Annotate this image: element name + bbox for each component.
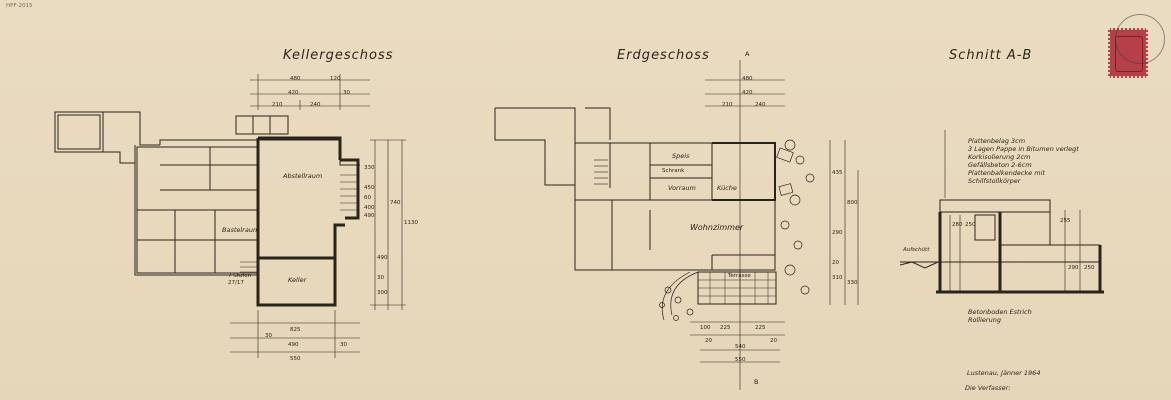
dim-label: 30: [377, 275, 384, 281]
dim-label: 550: [290, 356, 301, 362]
dim-label: 100: [700, 325, 711, 331]
dim-label: 540: [735, 344, 746, 350]
dim-label: 800: [847, 200, 858, 206]
dim-label: 420: [288, 90, 299, 96]
room-schrank: Schrank: [662, 168, 685, 174]
fill-note: Aufschütt: [903, 247, 930, 253]
dim-label: 740: [390, 200, 401, 206]
dim-label: 250: [1084, 265, 1095, 271]
dim-label: 480: [742, 76, 753, 82]
archive-mark: HPF-2015: [6, 3, 33, 9]
section-layer-notes: Plattenbelag 3cm 3 Lagen Pappe in Bitume…: [968, 137, 1079, 185]
layer-note: Plattenbalkendecke mit: [968, 169, 1045, 177]
dim-label: 60: [364, 195, 371, 201]
room-vorraum: Vorraum: [668, 184, 696, 192]
room-wohnzimmer: Wohnzimmer: [690, 223, 744, 232]
stair-note: 7 Stufen 27/17: [228, 273, 252, 286]
dim-label: 490: [288, 342, 299, 348]
layer-note: Schilfstollkörper: [968, 177, 1021, 185]
dim-label: 1130: [404, 220, 418, 226]
dim-label: 330: [847, 280, 858, 286]
dim-label: 435: [832, 170, 843, 176]
dim-label: 450: [364, 185, 375, 191]
title-basement: Kellergeschoss: [283, 48, 394, 63]
floor-note: Betonboden Estrich: [968, 308, 1032, 316]
author-label: Die Verfasser:: [965, 384, 1011, 392]
dim-label: 30: [340, 342, 347, 348]
dim-label: 30: [343, 90, 350, 96]
dim-label: 210: [722, 102, 733, 108]
layer-note: 3 Lagen Pappe in Bitumen verlegt: [968, 145, 1079, 153]
dim-label: 210: [272, 102, 283, 108]
dim-label: 330: [364, 165, 375, 171]
dim-label: 225: [755, 325, 766, 331]
dim-label: 250: [965, 222, 976, 228]
dim-label: 310: [832, 275, 843, 281]
layer-note: Korkisolierung 2cm: [968, 153, 1031, 161]
section-drawing: [899, 130, 1104, 294]
title-ground-floor: Erdgeschoss: [617, 48, 710, 63]
room-bastelraum: Bastelraum: [222, 226, 260, 234]
place-date: Lustenau, Jänner 1964: [967, 369, 1041, 377]
dim-label: 30: [265, 333, 272, 339]
dim-label: 240: [755, 102, 766, 108]
dim-label: 120: [330, 76, 341, 82]
dim-label: 255: [1060, 218, 1071, 224]
dim-label: 240: [310, 102, 321, 108]
room-speis: Speis: [672, 152, 690, 160]
layer-note: Gefällsbeton 2-6cm: [968, 161, 1032, 169]
dim-label: 290: [832, 230, 843, 236]
dim-label: 490: [364, 213, 375, 219]
section-marker-a: A: [745, 50, 750, 58]
dim-label: 400: [364, 205, 375, 211]
section-floor-notes: Betonboden Estrich Rollierung: [968, 308, 1032, 324]
dim-label: 550: [735, 357, 746, 363]
dim-label: 280: [952, 222, 963, 228]
section-marker-b: B: [754, 378, 759, 386]
floor-note: Rollierung: [968, 316, 1001, 324]
room-kueche: Küche: [717, 184, 737, 192]
layer-note: Plattenbelag 3cm: [968, 137, 1026, 145]
official-seal: [1115, 14, 1165, 64]
room-terrasse: Terrasse: [728, 273, 751, 279]
dim-label: 20: [705, 338, 712, 344]
dim-label: 480: [290, 76, 301, 82]
ground-floor-plan: [494, 60, 859, 390]
room-keller: Keller: [288, 276, 307, 284]
basement-plan: [54, 74, 406, 358]
dim-label: 20: [832, 260, 839, 266]
title-section: Schnitt A-B: [949, 48, 1033, 63]
dim-label: 825: [290, 327, 301, 333]
dim-label: 225: [720, 325, 731, 331]
dim-label: 420: [742, 90, 753, 96]
dim-label: 290: [1068, 265, 1079, 271]
dim-label: 300: [377, 290, 388, 296]
dim-label: 20: [770, 338, 777, 344]
dim-label: 490: [377, 255, 388, 261]
room-abstellraum: Abstellraum: [283, 172, 323, 180]
